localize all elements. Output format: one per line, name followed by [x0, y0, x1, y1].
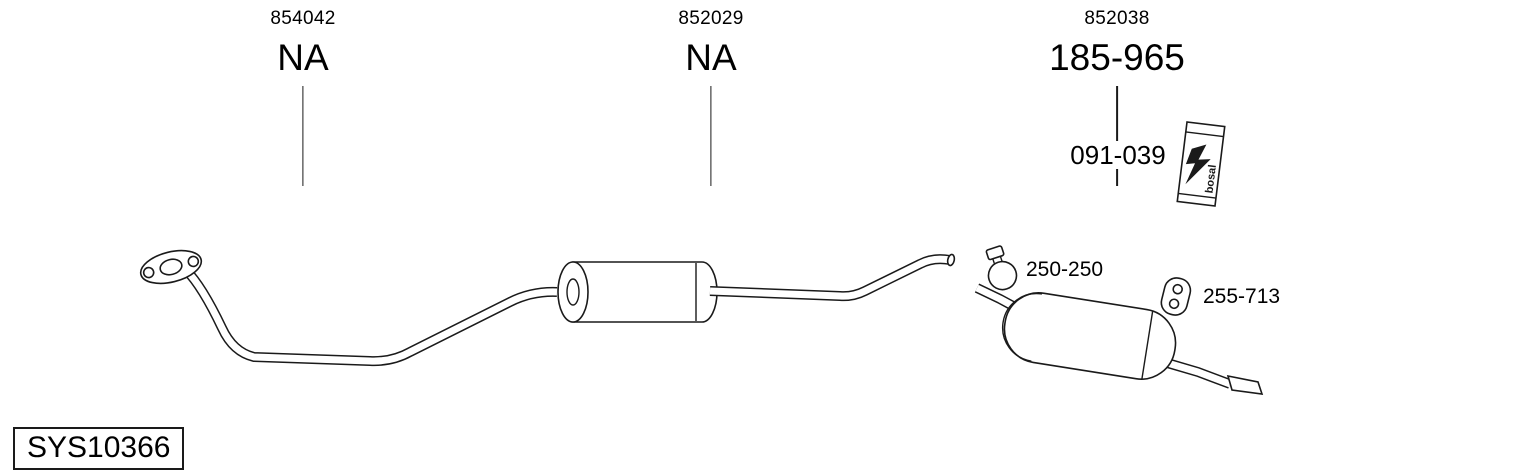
part-number-front-pipe: 854042: [270, 8, 336, 29]
system-code: SYS10366: [13, 427, 185, 470]
callout-rear-silencer: 852038 185-965: [1049, 8, 1185, 186]
bosal-box-icon: bosal: [1176, 121, 1226, 207]
hanger-label: 255-713: [1203, 285, 1281, 308]
front-flange-icon: [139, 249, 203, 285]
bosal-brand-text: bosal: [1204, 164, 1219, 194]
fitting-kit-label: 091-039: [1065, 141, 1171, 169]
intermediate-pipe-drawing: [709, 253, 956, 302]
clamp-label: 250-250: [1026, 258, 1104, 281]
part-value-front-pipe: NA: [277, 37, 329, 78]
leader-line-middle-silencer: [710, 86, 712, 186]
part-value-middle-silencer: NA: [685, 37, 737, 78]
leader-line-rear-silencer: [1116, 86, 1118, 186]
middle-silencer-icon: [557, 261, 718, 323]
leader-line-front-pipe: [302, 86, 304, 186]
part-number-rear-silencer: 852038: [1084, 8, 1150, 29]
clamp-icon: [985, 245, 1018, 291]
front-pipe-drawing: [182, 266, 558, 367]
rear-silencer-icon: [1001, 292, 1177, 380]
part-value-rear-silencer: 185-965: [1049, 37, 1185, 78]
callout-middle-silencer: 852029 NA: [678, 8, 743, 186]
rubber-hanger-icon: [1160, 277, 1192, 316]
part-number-middle-silencer: 852029: [678, 8, 744, 29]
callout-front-pipe: 854042 NA: [270, 8, 335, 186]
